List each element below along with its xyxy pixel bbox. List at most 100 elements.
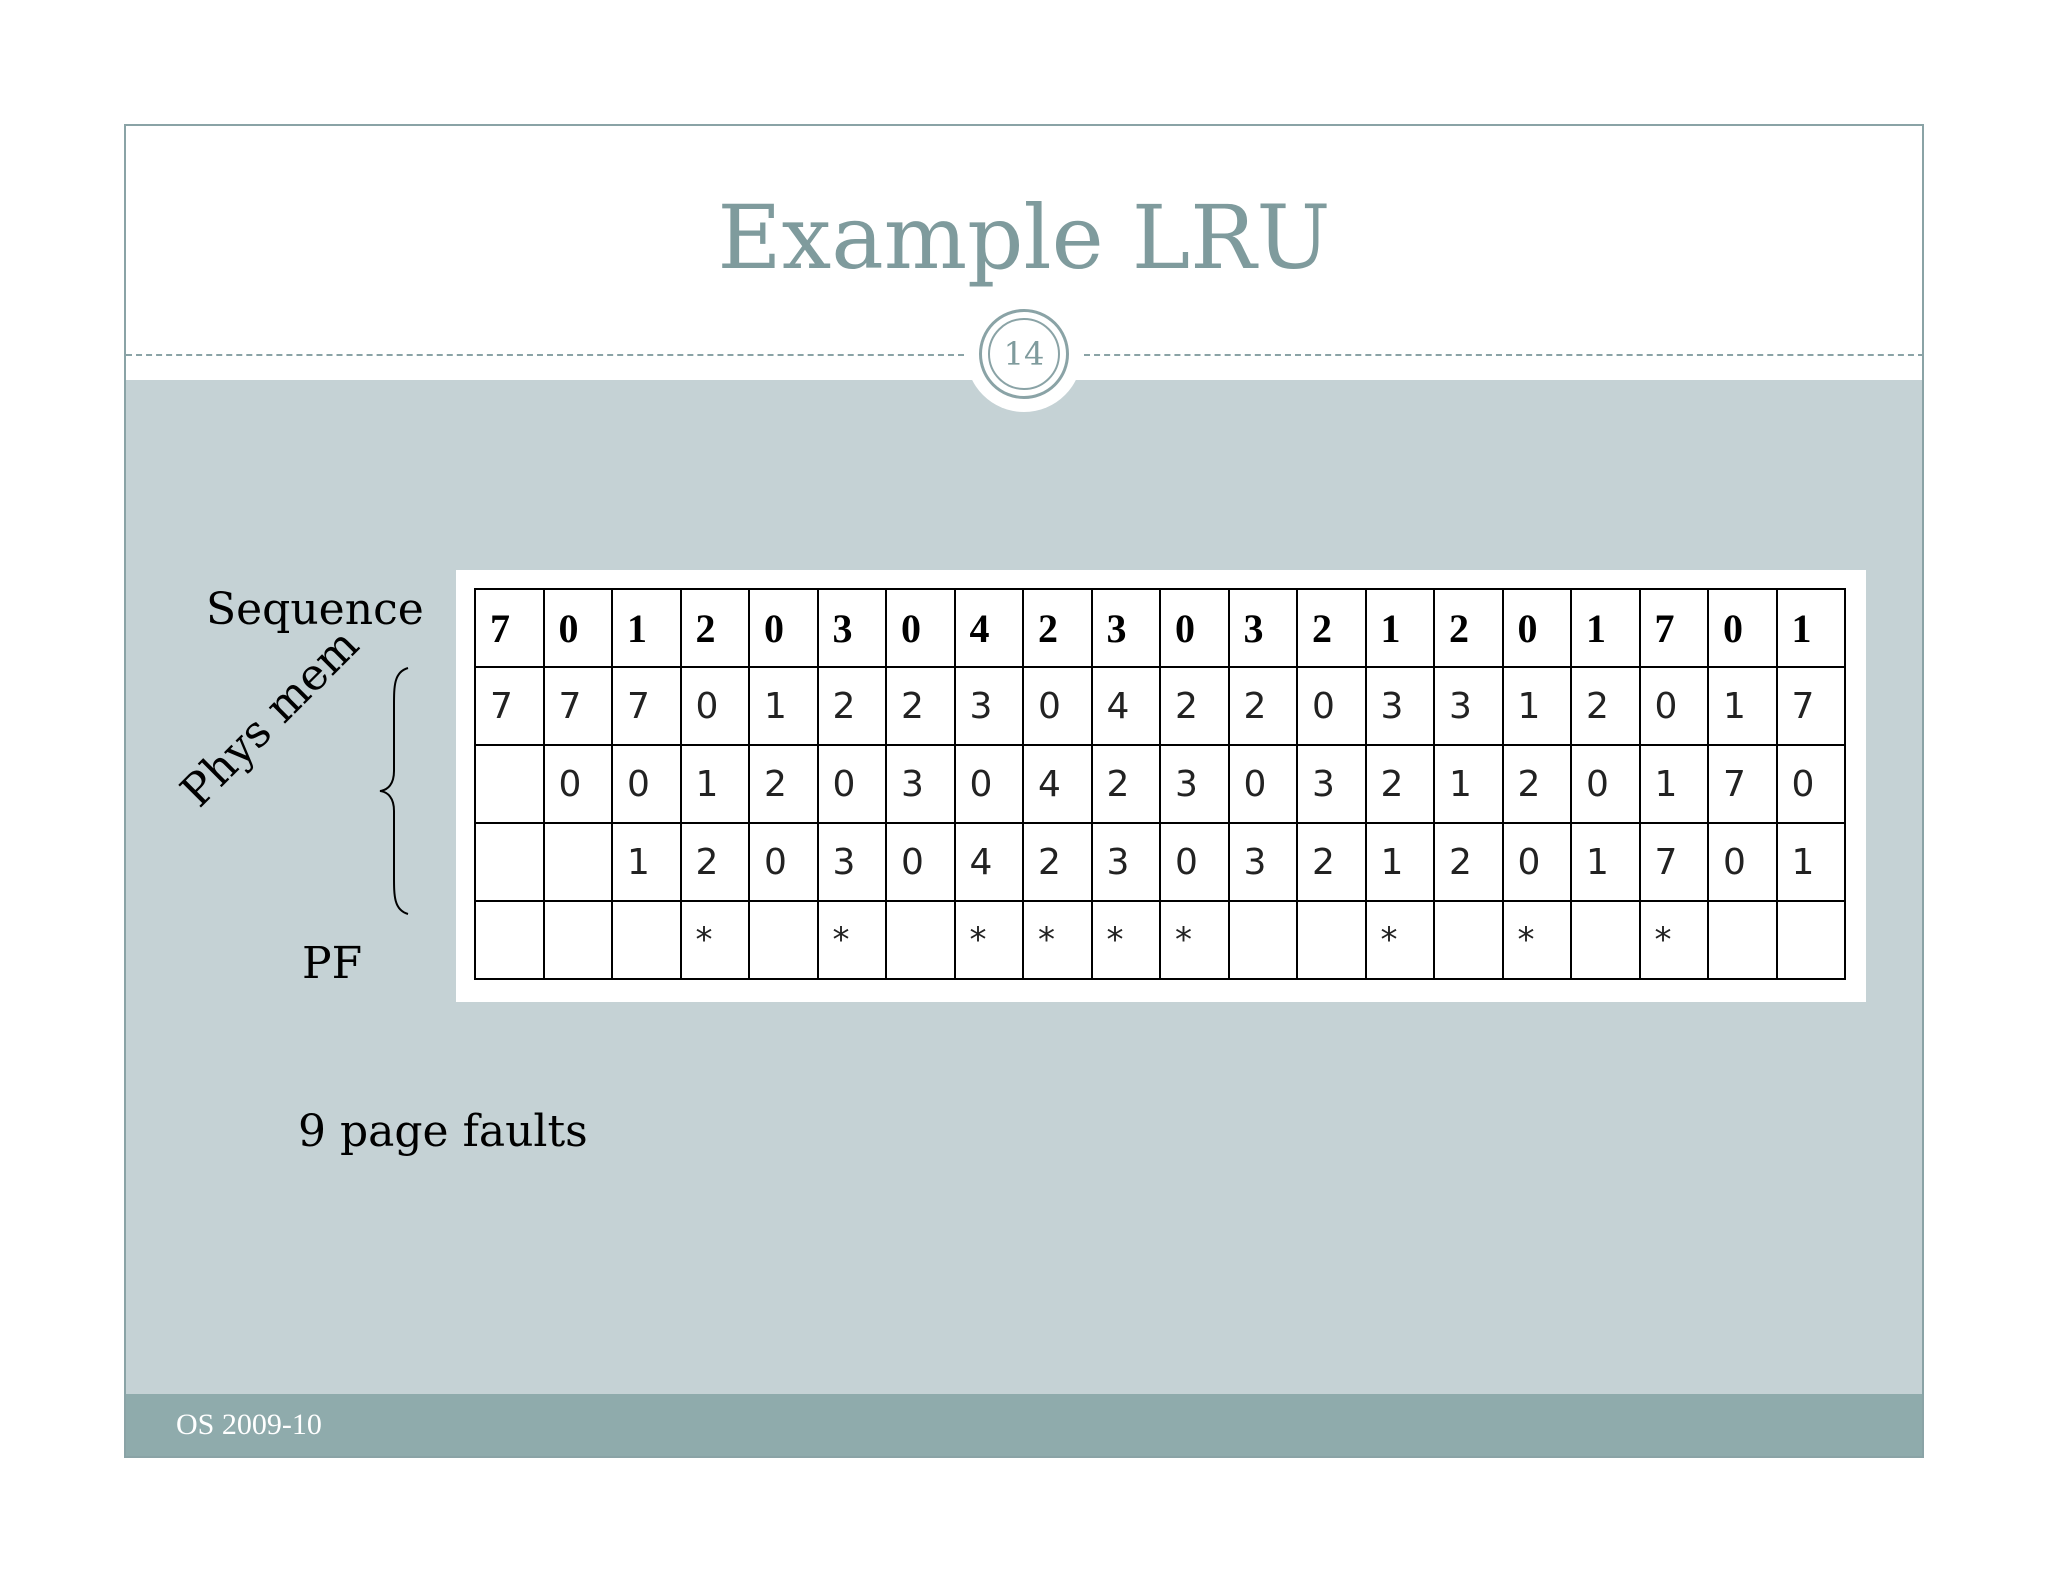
slide: Example LRU 14 Sequence Phys mem PF 9 pa… [124, 124, 1924, 1458]
table-cell: 2 [1159, 666, 1230, 746]
table-cell: 2 [816, 666, 887, 746]
table-cell: 3 [1090, 588, 1161, 668]
table-cell: 2 [1227, 666, 1298, 746]
table-cell: 2 [1296, 822, 1367, 902]
footer-text: OS 2009-10 [176, 1408, 322, 1441]
table-cell: 3 [816, 588, 887, 668]
table-cell: * [953, 900, 1024, 980]
table-cell [1296, 900, 1367, 980]
table-cell: 2 [1090, 744, 1161, 824]
curly-brace-icon [379, 667, 409, 915]
table-cell [748, 900, 819, 980]
table-cell: 1 [1364, 588, 1435, 668]
table-cell: 0 [1775, 744, 1846, 824]
table-cell [542, 900, 613, 980]
table-cell: 7 [1638, 588, 1709, 668]
table-cell: 3 [1227, 588, 1298, 668]
table-cell: 0 [611, 744, 682, 824]
sequence-label: Sequence [206, 584, 424, 635]
table-cell: 1 [679, 744, 750, 824]
table-cell: 1 [1433, 744, 1504, 824]
table-cell: 2 [1022, 822, 1093, 902]
table-cell [474, 744, 545, 824]
table-cell [474, 822, 545, 902]
table-cell: 3 [816, 822, 887, 902]
table-cell: 0 [748, 822, 819, 902]
table-cell: * [1090, 900, 1161, 980]
page-faults-summary: 9 page faults [298, 1106, 588, 1157]
table-cell: 0 [1227, 744, 1298, 824]
pf-label: PF [302, 938, 363, 989]
table-cell: 2 [748, 744, 819, 824]
table-cell: 1 [1775, 822, 1846, 902]
table-cell: 4 [1022, 744, 1093, 824]
table-cell: 2 [1364, 744, 1435, 824]
table-cell: * [679, 900, 750, 980]
table-cell: 7 [542, 666, 613, 746]
table-cell: * [1159, 900, 1230, 980]
table-cell: 0 [542, 588, 613, 668]
table-cell: * [1022, 900, 1093, 980]
table-cell: 1 [1364, 822, 1435, 902]
table-cell [474, 900, 545, 980]
slide-number-badge: 14 [979, 309, 1069, 399]
table-cell: 7 [1775, 666, 1846, 746]
table-cell: 0 [1707, 822, 1778, 902]
slide-number-inner-ring [988, 318, 1060, 390]
slide-number: 14 [1003, 335, 1045, 373]
slide-title: Example LRU [717, 186, 1331, 289]
table-cell [1227, 900, 1298, 980]
table-cell: 7 [1707, 744, 1778, 824]
table-cell: 0 [1159, 822, 1230, 902]
table-cell: 0 [1159, 588, 1230, 668]
table-cell: 1 [748, 666, 819, 746]
table-cell: 0 [1296, 666, 1367, 746]
table-cell: 2 [885, 666, 956, 746]
table-cell: 4 [953, 588, 1024, 668]
table-cell: 3 [1227, 822, 1298, 902]
table-cell: 2 [1433, 822, 1504, 902]
table-cell: 0 [1501, 588, 1572, 668]
table-cell: 3 [953, 666, 1024, 746]
table-cell: 4 [1090, 666, 1161, 746]
table-cell: 7 [474, 588, 545, 668]
table-cell: * [1501, 900, 1572, 980]
table-cell: 4 [953, 822, 1024, 902]
table-cell: 7 [1638, 822, 1709, 902]
table-cell [885, 900, 956, 980]
table-cell [542, 822, 613, 902]
table-cell: 0 [748, 588, 819, 668]
table-cell: 0 [1022, 666, 1093, 746]
table-cell: * [1638, 900, 1709, 980]
table-cell [1707, 900, 1778, 980]
table-cell [1433, 900, 1504, 980]
table-cell: 2 [1022, 588, 1093, 668]
footer-bar: OS 2009-10 [126, 1394, 1922, 1456]
table-cell: 2 [679, 588, 750, 668]
table-cell: 2 [1433, 588, 1504, 668]
table-cell: 0 [885, 588, 956, 668]
table-cell: 1 [1638, 744, 1709, 824]
table-cell: 3 [1159, 744, 1230, 824]
table-cell: 7 [611, 666, 682, 746]
page-fault-row: ********* [474, 900, 1846, 980]
table-cell: 0 [1501, 822, 1572, 902]
table-cell: 7 [474, 666, 545, 746]
table-cell: 0 [1570, 744, 1641, 824]
table-cell: 2 [1296, 588, 1367, 668]
table-cell: 3 [1364, 666, 1435, 746]
table-cell: 2 [1570, 666, 1641, 746]
table-cell [1570, 900, 1641, 980]
table-cell: 0 [885, 822, 956, 902]
table-cell: 1 [1570, 588, 1641, 668]
table-cell: 0 [816, 744, 887, 824]
table-cell: 3 [1090, 822, 1161, 902]
table-cell: * [816, 900, 887, 980]
table-cell: 2 [1501, 744, 1572, 824]
table-cell: 0 [1638, 666, 1709, 746]
